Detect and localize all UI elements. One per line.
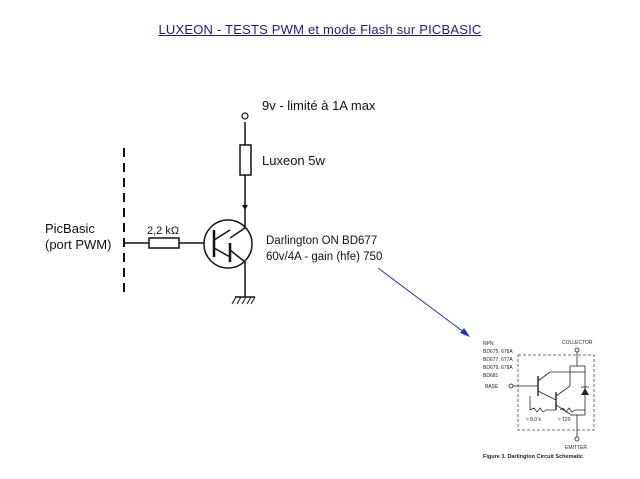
inset-part-2: BD677, 677A <box>483 357 513 363</box>
pointer-arrowhead <box>460 328 470 337</box>
port-pwm-label: (port PWM) <box>45 237 111 252</box>
base-resistor <box>148 237 180 249</box>
led-label: Luxeon 5w <box>262 153 325 168</box>
inset-npn-label: NPN <box>483 341 494 347</box>
darlington-inset: NPN BD675, 675A BD677, 677A BD679, 679A … <box>483 340 595 460</box>
inset-part-3: BD679, 679A <box>483 365 513 371</box>
inset-base-label: BASE <box>485 384 499 390</box>
luxeon-led <box>239 144 252 176</box>
inset-caption: Figure 3. Darlington Circuit Schematic <box>483 454 583 460</box>
transistor-label-2: 60v/4A - gain (hfe) 750 <box>266 251 382 263</box>
inset-collector-label: COLLECTOR <box>562 340 593 346</box>
picbasic-label: PicBasic <box>45 221 95 236</box>
inset-dashed-box <box>517 354 595 431</box>
inset-r2-label: ≈ 120 <box>558 417 571 423</box>
supply-label: 9v - limité à 1A max <box>262 98 376 113</box>
page-title: LUXEON - TESTS PWM et mode Flash sur PIC… <box>158 22 482 37</box>
transistor-label-1: Darlington ON BD677 <box>266 235 377 247</box>
pointer-arrow <box>377 267 466 334</box>
inset-part-1: BD675, 675A <box>483 349 513 355</box>
resistor-value-label: 2,2 kΩ <box>147 225 179 237</box>
supply-terminal <box>241 112 249 120</box>
inset-emitter-label: EMITTER <box>565 445 587 451</box>
inset-r1-label: ≈ 8.0 k <box>526 417 541 423</box>
inset-part-4: BD681 <box>483 373 499 379</box>
